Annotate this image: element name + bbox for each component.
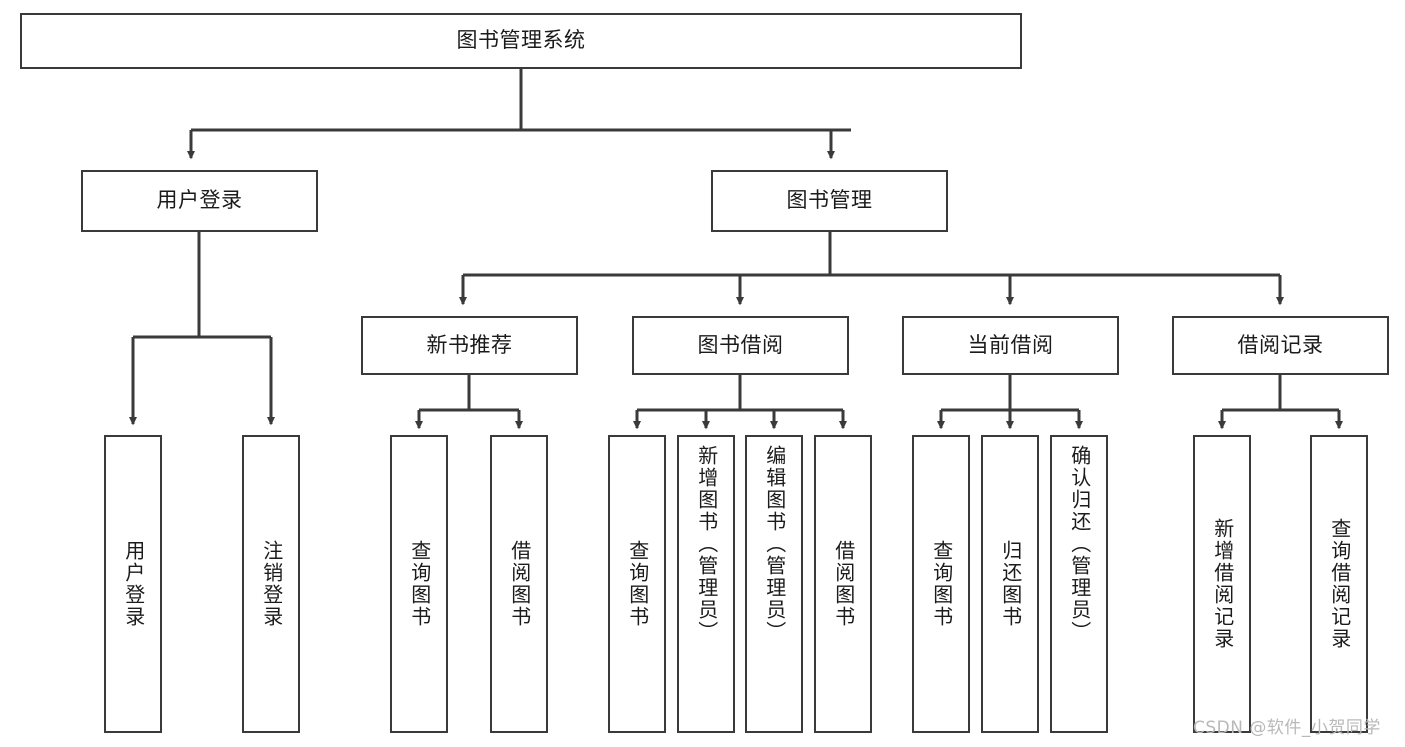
node-book-manage[interactable]: 图书管理 [711,170,948,232]
node-leaf-edit-book-label: 编辑图书（管理员） [762,445,787,643]
node-leaf-query-record[interactable]: 查询借阅记录 [1310,435,1368,733]
node-leaf-query-book-3-label: 查询图书 [929,540,954,628]
node-current-borrow[interactable]: 当前借阅 [902,316,1119,375]
node-borrow-record[interactable]: 借阅记录 [1172,316,1389,375]
node-root-label: 图书管理系统 [456,28,586,53]
node-current-borrow-label: 当前借阅 [967,332,1054,357]
node-leaf-edit-book[interactable]: 编辑图书（管理员） [745,435,803,733]
node-leaf-query-record-label: 查询借阅记录 [1327,518,1352,650]
node-leaf-borrow-book-1-label: 借阅图书 [507,540,532,628]
node-leaf-user-login-label: 用户登录 [121,540,146,628]
node-leaf-query-book-2-label: 查询图书 [625,540,650,628]
node-book-borrow[interactable]: 图书借阅 [632,316,849,375]
node-leaf-add-record[interactable]: 新增借阅记录 [1193,435,1251,733]
node-new-book-rec-label: 新书推荐 [426,332,513,357]
node-new-book-rec[interactable]: 新书推荐 [361,316,578,375]
node-leaf-add-book[interactable]: 新增图书（管理员） [677,435,735,733]
node-user-login-label: 用户登录 [156,188,243,213]
node-leaf-borrow-book-2[interactable]: 借阅图书 [814,435,872,733]
node-user-login[interactable]: 用户登录 [81,170,318,232]
node-leaf-user-logout[interactable]: 注销登录 [242,435,300,733]
node-borrow-record-label: 借阅记录 [1237,332,1324,357]
node-leaf-return-book-label: 归还图书 [998,540,1023,628]
node-leaf-query-book-2[interactable]: 查询图书 [608,435,666,733]
node-root[interactable]: 图书管理系统 [20,13,1022,69]
node-leaf-borrow-book-1[interactable]: 借阅图书 [490,435,548,733]
node-leaf-borrow-book-2-label: 借阅图书 [831,540,856,628]
csdn-watermark: CSDN @软件_小贺同学 [1193,718,1381,738]
node-leaf-query-book-3[interactable]: 查询图书 [912,435,970,733]
node-leaf-query-book-1-label: 查询图书 [407,540,432,628]
node-leaf-user-logout-label: 注销登录 [259,540,284,628]
node-leaf-user-login[interactable]: 用户登录 [104,435,162,733]
node-book-manage-label: 图书管理 [786,188,873,213]
node-leaf-query-book-1[interactable]: 查询图书 [390,435,448,733]
node-book-borrow-label: 图书借阅 [697,332,784,357]
node-leaf-add-book-label: 新增图书（管理员） [694,445,719,643]
node-leaf-confirm-return-label: 确认归还（管理员） [1067,445,1092,643]
node-leaf-return-book[interactable]: 归还图书 [981,435,1039,733]
node-leaf-confirm-return[interactable]: 确认归还（管理员） [1050,435,1108,733]
node-leaf-add-record-label: 新增借阅记录 [1210,518,1235,650]
